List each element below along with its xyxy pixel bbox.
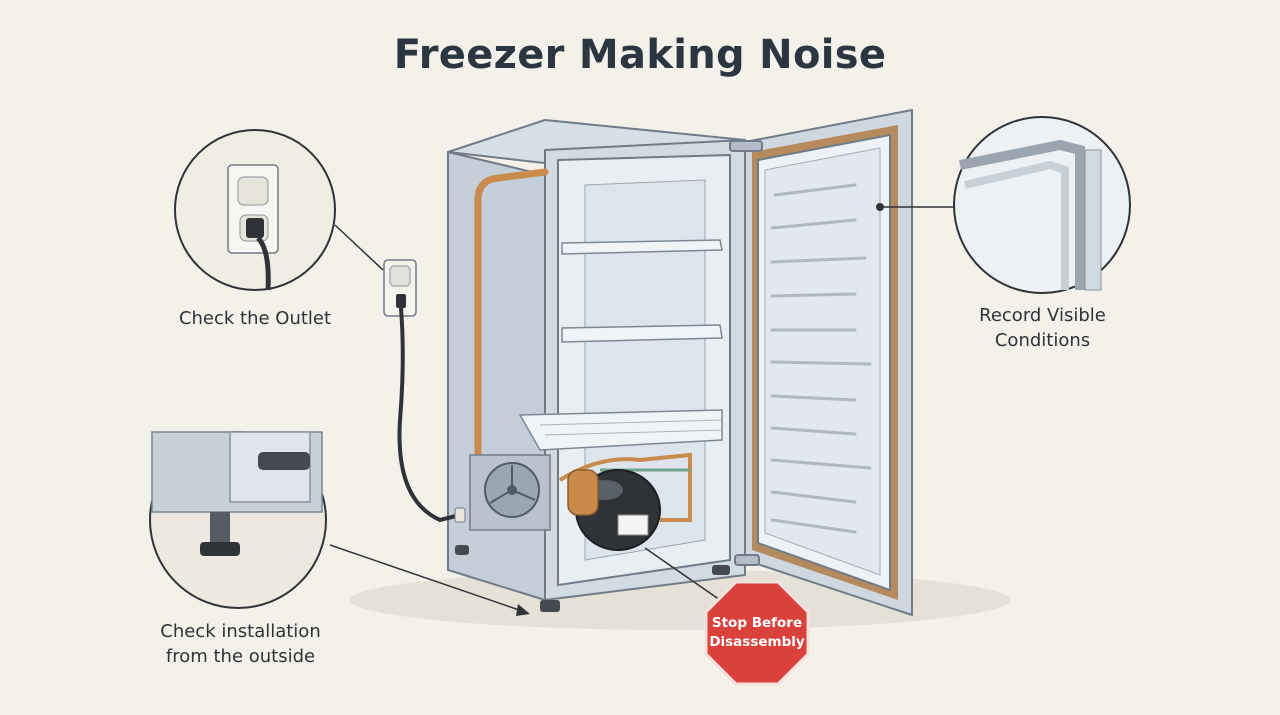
shelf-wires [539, 419, 723, 436]
outlet-callout [174, 129, 384, 291]
stop-sign [644, 547, 810, 686]
power-cord [397, 306, 462, 523]
check-installation-label: Check installation from the outside [128, 619, 353, 669]
check-outlet-label: Check the Outlet [150, 306, 360, 331]
page-title: Freezer Making Noise [393, 32, 887, 78]
record-conditions-line2: Conditions [994, 330, 1091, 351]
shelves [518, 239, 723, 451]
stop-sign-text: Stop Before Disassembly [707, 614, 807, 652]
stop-sign-line1: Stop Before [711, 615, 803, 631]
check-installation-line1: Check installation [160, 621, 321, 642]
gasket-callout [876, 116, 1131, 294]
wall-outlet-icon [383, 259, 417, 317]
check-outlet-text: Check the Outlet [178, 308, 332, 329]
machine-compartment [469, 452, 692, 551]
condenser-tube [474, 168, 549, 459]
record-conditions-label: Record Visible Conditions [935, 303, 1150, 353]
stop-sign-line2: Disassembly [709, 634, 805, 650]
door-gasket-ridges [770, 183, 872, 534]
record-conditions-line1: Record Visible [979, 305, 1106, 326]
freezer-feet [455, 545, 730, 612]
installation-callout [149, 431, 530, 616]
check-installation-line2: from the outside [165, 646, 316, 667]
